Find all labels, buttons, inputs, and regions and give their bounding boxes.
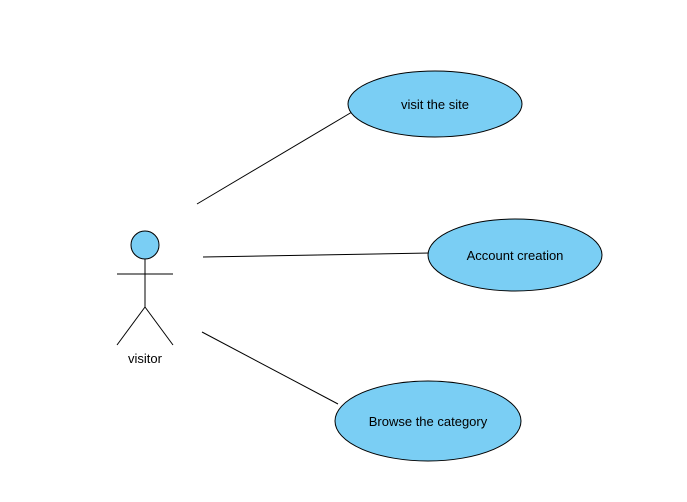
use-case-label: visit the site: [401, 97, 469, 112]
use-case-label: Account creation: [467, 248, 564, 263]
association-account-creation: [202, 252, 431, 258]
use-case-account-creation[interactable]: Account creation: [427, 218, 603, 292]
stick-figure-icon: [116, 230, 174, 346]
use-case-ellipse: [347, 70, 523, 138]
use-case-ellipse: [334, 380, 522, 462]
association-browse-the-category: [201, 331, 339, 405]
use-case-ellipse: [427, 218, 603, 292]
actor-right-leg: [144, 306, 174, 346]
use-case-visit-the-site[interactable]: visit the site: [347, 70, 523, 138]
use-case-label: Browse the category: [369, 414, 488, 429]
actor-label: visitor: [128, 351, 163, 366]
use-case-browse-the-category[interactable]: Browse the category: [334, 380, 522, 462]
actor-visitor[interactable]: visitor: [116, 230, 174, 366]
actor-left-leg: [116, 306, 146, 346]
association-visit-the-site: [196, 111, 353, 205]
actor-head: [130, 230, 160, 260]
